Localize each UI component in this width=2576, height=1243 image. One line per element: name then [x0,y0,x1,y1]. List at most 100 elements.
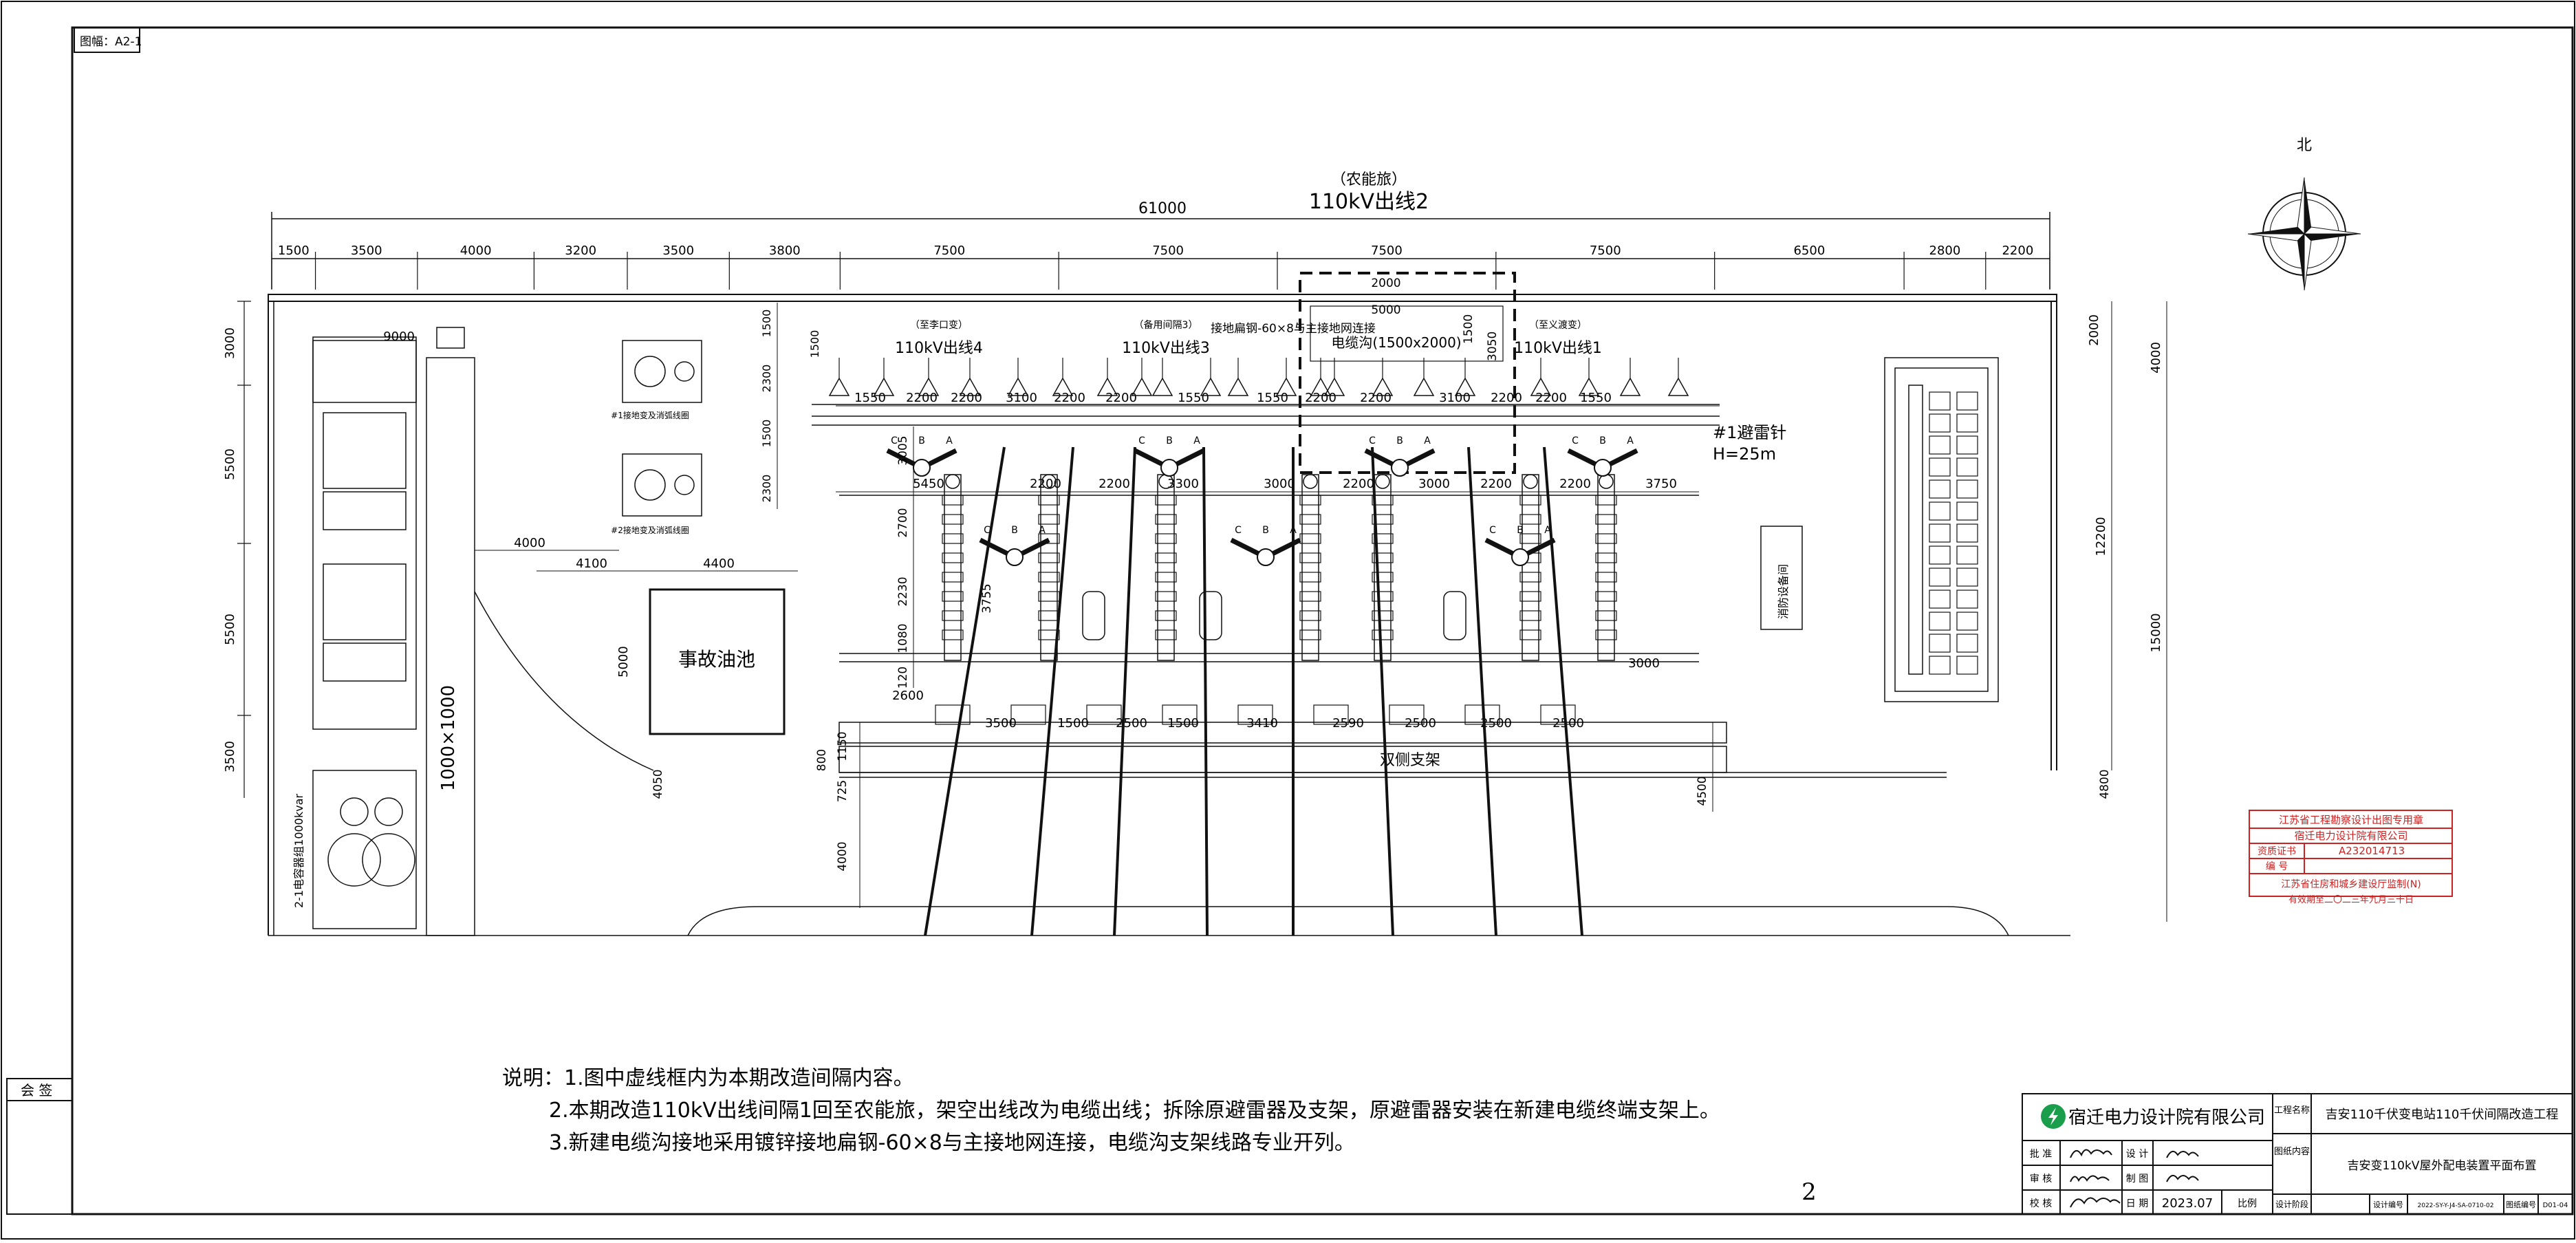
tb-content-name: 吉安变110kV屋外配电装置平面布置 [2348,1159,2537,1173]
equipment-shed [1155,552,1177,563]
equipment-shed [1155,629,1177,640]
cabinet-unit [1956,612,1978,631]
title-block [2022,1093,2573,1215]
equipment-shed [1595,572,1617,583]
cabinet-unit [1956,634,1978,653]
top-dim-value: 6500 [1793,244,1825,258]
tb-row3-label: 校 核 [2030,1198,2052,1209]
equipment-shed [1372,591,1394,602]
insulator-icon [1096,377,1118,396]
lower-dim-value: 4800 [2098,769,2112,799]
phase-dim-1-value: 2200 [1491,391,1522,405]
top-dim-value: 4000 [460,244,492,258]
tx-dim-value: 2300 [760,365,773,393]
right-dim-value: 2000 [2087,314,2101,346]
left-area-dim-2: 4100 [576,556,607,571]
lightning-rod-height: H=25m [1713,444,1776,464]
cabinet-unit [1929,457,1951,477]
cabinet-unit [1929,479,1951,499]
phase-dim-2-value: 2200 [1030,477,1061,491]
left-dim-value: 3500 [223,741,237,772]
cable-route [1467,446,1497,936]
cabinet-unit [1929,435,1951,455]
cable-route [1030,446,1074,936]
oil-pool [649,588,786,735]
phase-label: B [1011,525,1018,536]
equipment-column [1597,474,1615,661]
equipment-column [1522,474,1539,661]
equipment-shed [1372,610,1394,621]
equipment-shed [1595,514,1617,525]
tb-row1-label: 批 准 [2030,1149,2052,1160]
breaker-body [1082,591,1105,640]
equipment-terminal [945,474,960,489]
cabinet-unit [1929,568,1951,587]
disconnect-hub [1160,459,1178,477]
phase-label: B [1262,525,1269,536]
mid-dim-value: 1080 [896,623,910,653]
base-foundation [1086,704,1122,725]
lower-dim-value: 800 [815,749,829,771]
insulator-strings [828,358,1689,396]
equipment-shed [1299,591,1321,602]
cable-routes [924,446,1583,936]
insulator-icon [1413,377,1435,396]
insulator-icon [1200,377,1222,396]
breaker-body [1443,591,1466,640]
tb-project-label: 工程名称 [2274,1105,2310,1116]
base-right-dim: 3000 [1628,656,1660,671]
phase-dim-1-value: 3100 [1439,391,1471,405]
insulator-icon [1454,377,1476,396]
phase-dim-1-value: 1550 [1178,391,1209,405]
equipment-shed [1038,495,1060,506]
base-dim-value: 2600 [892,689,924,703]
cable-route [1371,446,1394,936]
cabinet-unit [1929,590,1951,609]
cabinet-unit [1956,435,1978,455]
insulator-icon [1530,377,1552,396]
company-logo-icon [2041,1104,2066,1129]
base-foundation [1010,704,1046,725]
equipment-shed [942,495,964,506]
phase-label: C [1138,435,1145,446]
insulator-icon [1151,377,1173,396]
cabinet-unit [1956,501,1978,521]
cable-label: 1000×1000 [438,685,459,791]
equipment-terminal [1599,474,1614,489]
base-dim-value: 2500 [1552,716,1584,731]
left-area-dim-1: 4000 [514,536,545,550]
cabinet-unit [1929,545,1951,565]
phase-dim-1-value: 2200 [1054,391,1085,405]
equipment-column [944,474,962,661]
equipment-column [1301,474,1319,661]
equipment-shed [1038,591,1060,602]
cabinet-unit [1956,413,1978,433]
phase-label: B [1396,435,1403,446]
road-curves [268,906,2070,936]
equipment-shed [1155,591,1177,602]
lower-dim-value: 725 [836,780,849,802]
cable-pit-outline [1310,305,1504,362]
stamp-line4: 江苏省住房和城乡建设厅监制(N) [2281,879,2421,890]
cabinet-unit [1929,612,1951,631]
substation-wall [268,294,2057,936]
north-arrow-icon [2247,177,2361,291]
cabinet-unit [1956,457,1978,477]
north-label: 北 [2297,137,2312,154]
equipment-shed [1038,533,1060,544]
equipment-shed [1038,552,1060,563]
phase-label: B [1517,525,1524,536]
insulator-icon [1310,377,1332,396]
control-room-label: 消防设备间 [1777,564,1790,619]
equipment-shed [1299,629,1321,640]
left-dim-value: 5500 [223,448,237,480]
cabinet-unit [1956,656,1978,675]
equipment-shed [1595,552,1617,563]
tb-no-value: 2022-SY-Y-J4-SA-0710-02 [2418,1202,2494,1209]
phase-label: A [1627,435,1634,446]
base-dim-value: 2500 [1116,716,1147,731]
stamp-line2: 宿迁电力设计院有限公司 [2294,830,2407,842]
